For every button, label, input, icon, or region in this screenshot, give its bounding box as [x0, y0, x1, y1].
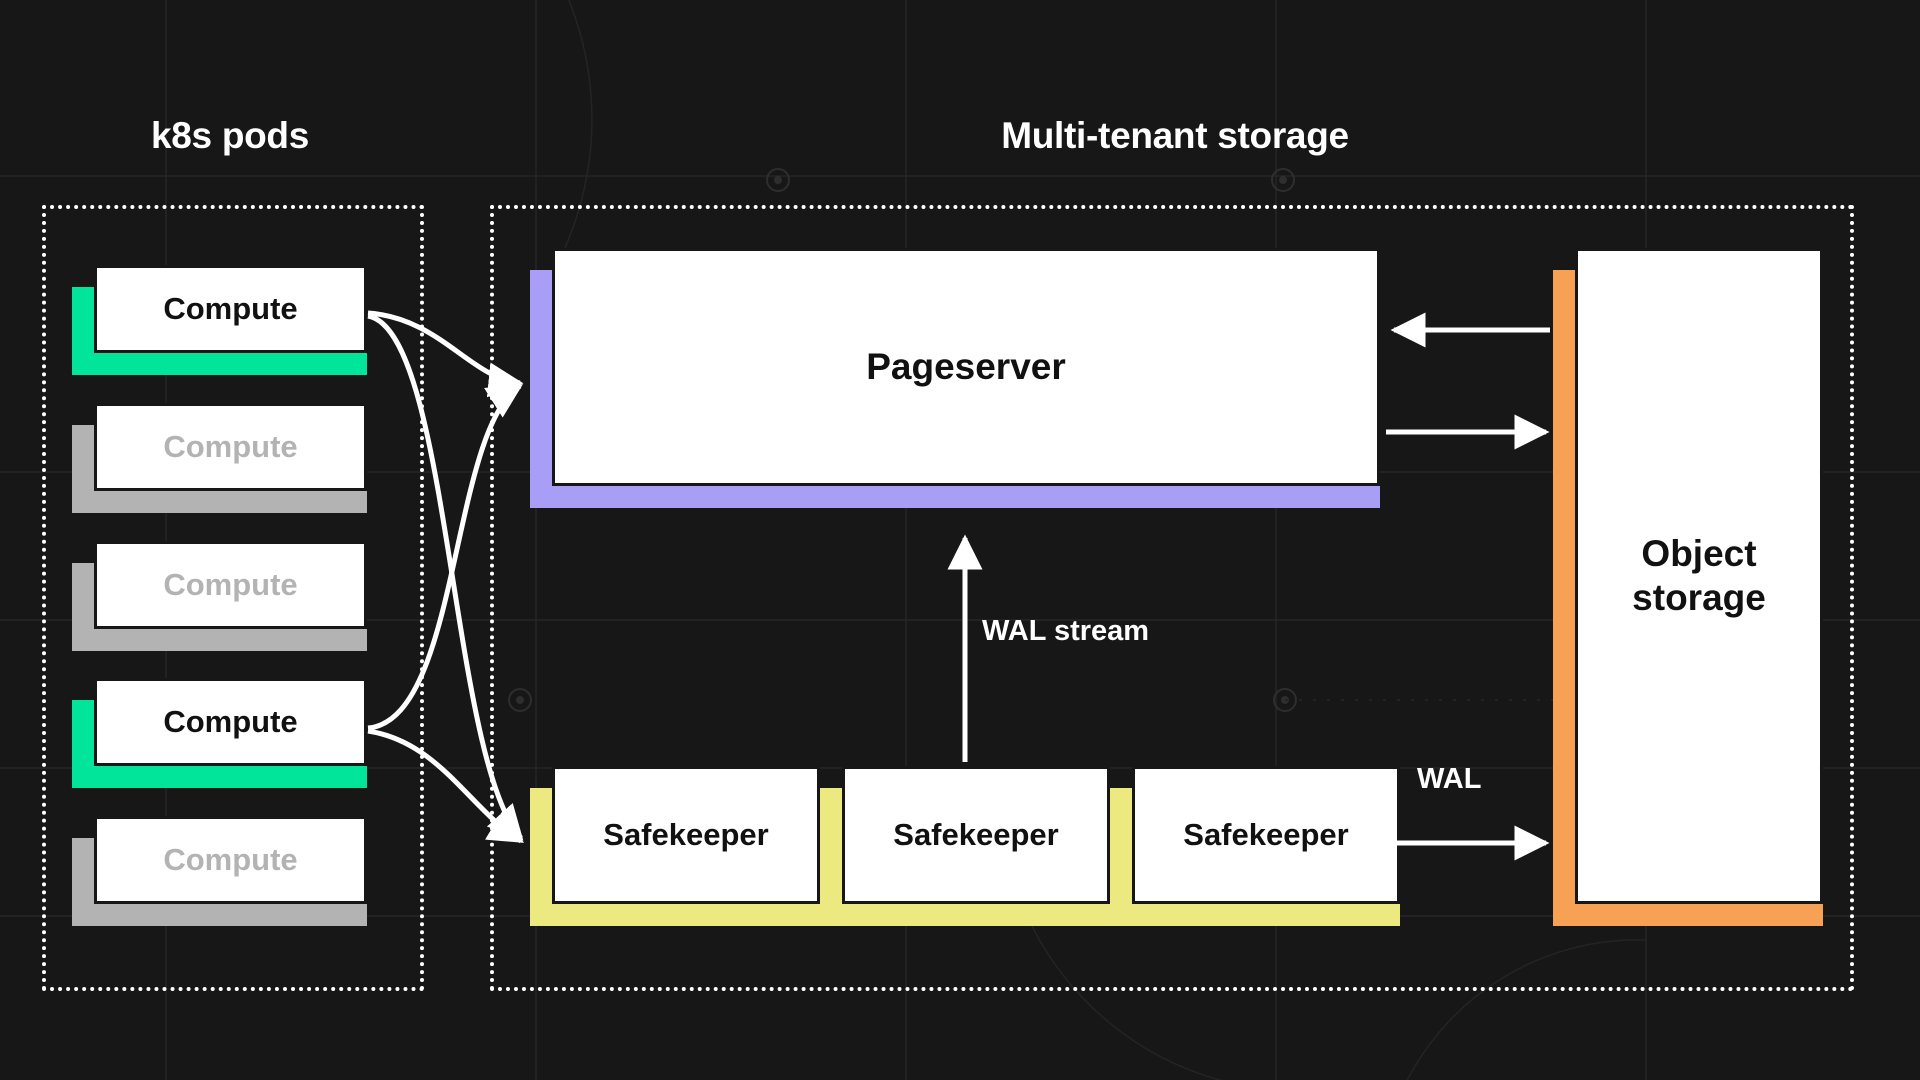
compute-pod-3-label: Compute: [94, 541, 367, 629]
safekeeper-node-3[interactable]: Safekeeper: [1110, 766, 1400, 926]
safekeeper-1-label: Safekeeper: [552, 766, 820, 904]
safekeeper-3-label: Safekeeper: [1132, 766, 1400, 904]
object-storage-node[interactable]: Object storage: [1553, 248, 1823, 926]
compute-pod-5-label: Compute: [94, 816, 367, 904]
compute-pod-5-accent: [72, 838, 367, 926]
safekeeper-node-1[interactable]: Safekeeper: [530, 766, 820, 926]
pageserver-label: Pageserver: [552, 248, 1380, 486]
pageserver-accent: [530, 270, 1380, 508]
safekeeper-2-label: Safekeeper: [842, 766, 1110, 904]
compute-pod-2[interactable]: Compute: [72, 403, 367, 513]
compute-pod-1-accent: [72, 287, 367, 375]
pageserver-node[interactable]: Pageserver: [530, 248, 1380, 508]
compute-pod-2-label: Compute: [94, 403, 367, 491]
compute-pod-1-label: Compute: [94, 265, 367, 353]
compute-pod-4[interactable]: Compute: [72, 678, 367, 788]
safekeeper-3-accent: [1110, 788, 1400, 926]
compute-pod-1[interactable]: Compute: [72, 265, 367, 375]
compute-pod-5[interactable]: Compute: [72, 816, 367, 926]
object-storage-accent: [1553, 270, 1823, 926]
object-storage-label: Object storage: [1575, 248, 1823, 904]
object-storage-label-line1: Object: [1641, 533, 1757, 575]
compute-pod-3[interactable]: Compute: [72, 541, 367, 651]
safekeeper-1-accent: [530, 788, 820, 926]
edge-label-wal: WAL: [1417, 763, 1482, 795]
object-storage-label-line2: storage: [1632, 577, 1766, 618]
safekeeper-node-2[interactable]: Safekeeper: [820, 766, 1110, 926]
compute-pod-4-accent: [72, 700, 367, 788]
section-title-multi-tenant-storage: Multi-tenant storage: [1001, 115, 1349, 156]
section-title-k8s-pods: k8s pods: [151, 115, 309, 156]
compute-pod-3-accent: [72, 563, 367, 651]
edge-label-wal-stream: WAL stream: [982, 615, 1150, 647]
compute-pod-2-accent: [72, 425, 367, 513]
safekeeper-2-accent: [820, 788, 1110, 926]
compute-pod-4-label: Compute: [94, 678, 367, 766]
